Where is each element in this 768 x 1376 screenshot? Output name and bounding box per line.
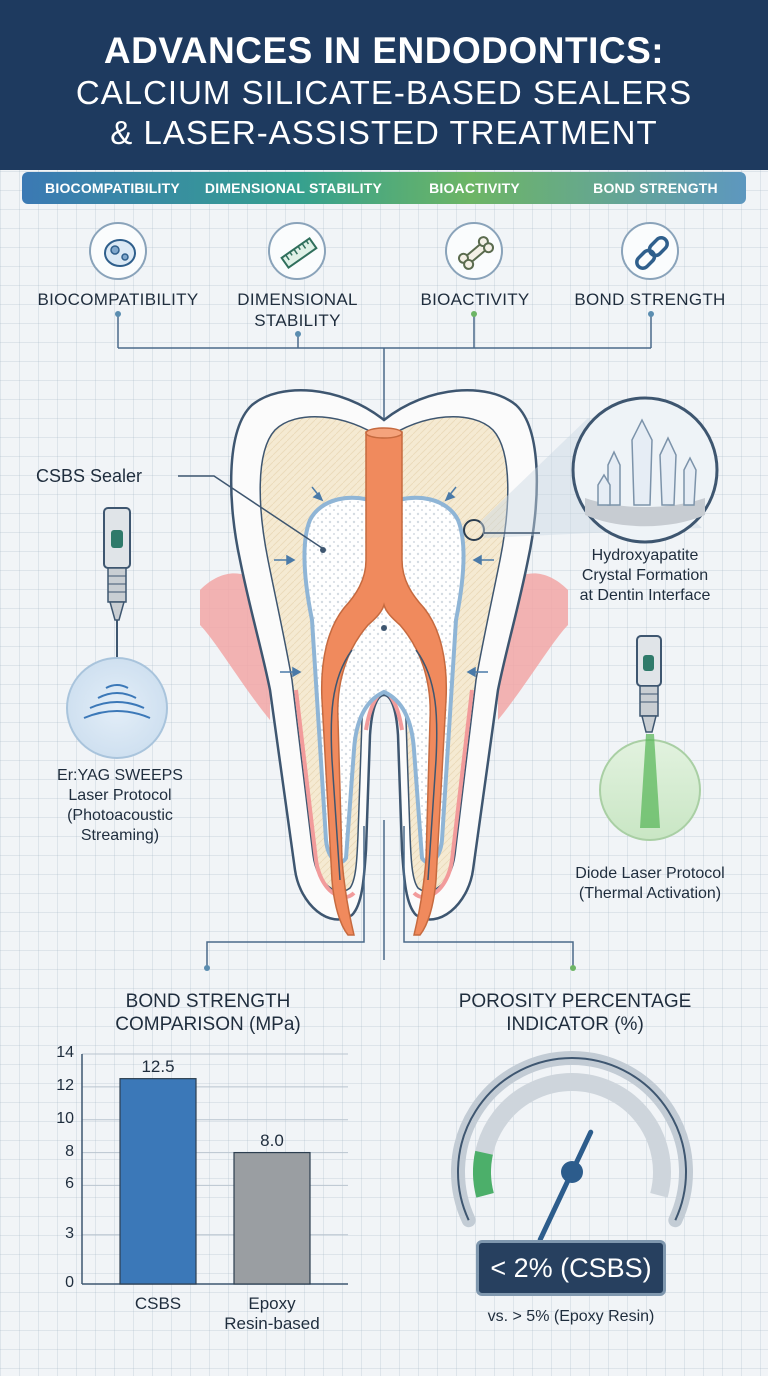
category-line: Epoxy: [248, 1294, 296, 1313]
property-label-line: STABILITY: [254, 311, 341, 330]
y-tick-label: 10: [56, 1109, 74, 1127]
y-tick-label: 6: [65, 1175, 74, 1193]
y-tick-label: 0: [65, 1274, 74, 1291]
csbs-sealer-fill: [302, 495, 466, 865]
bone-icon: [445, 222, 503, 280]
porosity-readout: < 2% (CSBS): [476, 1240, 666, 1296]
chart-title-line: BOND STRENGTH: [125, 991, 291, 1012]
title-line-1: ADVANCES IN ENDODONTICS:: [103, 30, 665, 71]
cell-icon: [89, 222, 147, 280]
hydroxyapatite-label: Hydroxyapatite Crystal Formation at Dent…: [550, 546, 740, 606]
bar-value-label: 8.0: [260, 1130, 284, 1150]
callout-line: (Thermal Activation): [578, 885, 722, 902]
property-label-biocompatibility: BIOCOMPATIBILITY: [28, 289, 208, 310]
property-label-line: BIOCOMPATIBILITY: [37, 290, 199, 309]
bond-chart-title: BOND STRENGTH COMPARISON (MPa): [88, 990, 328, 1036]
title-line-2: CALCIUM SILICATE-BASED SEALERS: [75, 74, 693, 111]
gutta-percha-top: [365, 427, 403, 439]
pressure-arrows: [274, 486, 494, 678]
porosity-comparison: vs. > 5% (Epoxy Resin): [487, 1308, 655, 1325]
property-label-line: BOND STRENGTH: [574, 290, 726, 309]
chart-title-line: POROSITY PERCENTAGE: [458, 991, 692, 1012]
category-line: Resin-based: [224, 1314, 320, 1333]
category-line: CSBS: [134, 1294, 182, 1313]
band-item-bioactivity: BIOACTIVITY: [429, 180, 520, 196]
callout-line: Laser Protocol: [68, 787, 172, 804]
gutta-percha-post: [320, 431, 448, 936]
property-band: BIOCOMPATIBILITY DIMENSIONAL STABILITY B…: [22, 172, 746, 204]
root-cementum: [412, 689, 474, 900]
chart-title-line: INDICATOR (%): [506, 1014, 644, 1035]
callout-line: Diode Laser Protocol: [575, 865, 725, 882]
property-label-line: BIOACTIVITY: [420, 290, 530, 309]
header-banner: ADVANCES IN ENDODONTICS: CALCIUM SILICAT…: [0, 0, 768, 170]
gauge-track: [473, 1073, 671, 1198]
property-label-bioactivity: BIOACTIVITY: [395, 289, 555, 310]
y-tick-label: 14: [56, 1044, 74, 1061]
property-label-dimensional-stability: DIMENSIONAL STABILITY: [210, 289, 385, 331]
y-tick-label: 3: [65, 1224, 74, 1242]
crystal-magnifier: [571, 396, 719, 544]
eryag-laser-handpiece: [103, 507, 131, 668]
canal-outline: [330, 649, 353, 881]
eryag-label: Er:YAG SWEEPS Laser Protocol (Photoacous…: [30, 766, 210, 846]
property-label-line: DIMENSIONAL: [237, 290, 358, 309]
canal-outline: [415, 649, 438, 881]
connector-dots: [115, 311, 654, 337]
band-item-biocompatibility: BIOCOMPATIBILITY: [45, 180, 180, 196]
porosity-chart-title: POROSITY PERCENTAGE INDICATOR (%): [430, 990, 720, 1036]
callout-line: Crystal Formation: [581, 567, 709, 584]
gauge-hub: [561, 1161, 583, 1183]
gauge-outer-ring-edge: [457, 1057, 687, 1221]
property-label-bond-strength: BOND STRENGTH: [560, 289, 740, 310]
bar-csbs: [119, 1078, 197, 1285]
chart-title-line: COMPARISON (MPa): [115, 1014, 301, 1035]
sealer-leader-line: [178, 475, 323, 549]
ruler-icon: [268, 222, 326, 280]
callout-line: Er:YAG SWEEPS: [57, 767, 183, 784]
gauge-needle: [537, 1129, 594, 1243]
eryag-wave-bubble: [66, 657, 168, 759]
y-tick-label: 12: [56, 1076, 74, 1094]
callout-line: at Dentin Interface: [579, 587, 711, 604]
bar-value-label: 12.5: [141, 1056, 175, 1076]
diode-beam-bubble: [599, 734, 701, 841]
callout-line: Hydroxyapatite: [591, 547, 699, 564]
magnifier-focus-circle: [463, 519, 485, 541]
diode-laser-handpiece: [636, 635, 662, 733]
chain-link-icon: [621, 222, 679, 280]
chart-connectors: [206, 820, 574, 968]
band-item-dimensional-stability: DIMENSIONAL STABILITY: [204, 180, 383, 196]
y-tick-label: 8: [65, 1142, 74, 1160]
gauge-green-zone: [473, 1150, 494, 1198]
title-line-3: & LASER-ASSISTED TREATMENT: [110, 114, 658, 151]
callout-line: Streaming): [80, 827, 160, 844]
csbs-sealer-label: CSBS Sealer: [36, 466, 143, 486]
callout-line: (Photoacoustic: [67, 807, 173, 824]
bar-category-label: CSBS: [98, 1294, 218, 1314]
root-cementum: [294, 689, 356, 900]
band-item-bond-strength: BOND STRENGTH: [593, 180, 718, 196]
diode-label: Diode Laser Protocol (Thermal Activation…: [556, 864, 744, 904]
bar-epoxy: [233, 1151, 311, 1285]
